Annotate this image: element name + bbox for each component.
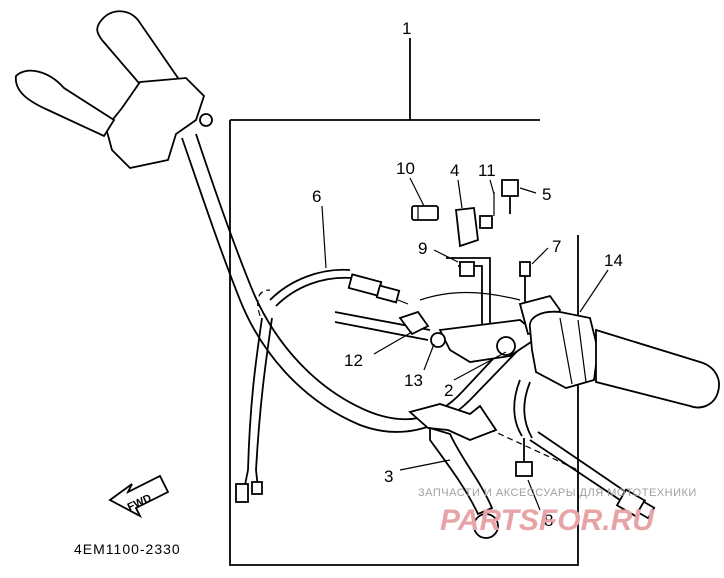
label-6: 6	[312, 187, 321, 206]
wire-connector	[235, 469, 263, 503]
right-switch-and-grip	[518, 294, 720, 409]
label-10: 10	[396, 159, 415, 178]
bar-end	[615, 488, 656, 520]
label-4: 4	[450, 161, 459, 180]
label-3: 3	[384, 467, 393, 486]
brake-switch-parts	[398, 179, 542, 363]
handlebar	[181, 133, 529, 433]
label-8: 8	[544, 511, 553, 530]
watermark-logo: PARTSFOR.RU	[440, 504, 655, 537]
callouts: 1 10 4 11 5 6 9 7 14 12 13 2 3 8	[312, 19, 623, 530]
label-7: 7	[552, 237, 561, 256]
cable-adjuster	[347, 273, 409, 305]
label-1: 1	[402, 19, 411, 38]
left-grip	[15, 10, 213, 169]
label-5: 5	[542, 185, 551, 204]
assembly-box	[229, 38, 579, 566]
label-13: 13	[404, 371, 423, 390]
label-9: 9	[418, 239, 427, 258]
watermark: ЗАПЧАСТИ И АКСЕССУАРЫ ДЛЯ МОТОТЕХНИКИ PA…	[418, 487, 697, 537]
clamp-bolt	[515, 438, 533, 477]
watermark-tagline: ЗАПЧАСТИ И АКСЕССУАРЫ ДЛЯ МОТОТЕХНИКИ	[418, 487, 697, 499]
part-code: 4EM1100-2330	[74, 541, 181, 557]
fwd-arrow: FWD	[108, 474, 170, 519]
label-11: 11	[478, 161, 496, 180]
label-2: 2	[444, 381, 453, 400]
cables	[247, 268, 627, 501]
label-14: 14	[604, 251, 623, 270]
label-12: 12	[344, 351, 363, 370]
leader-lines	[321, 177, 609, 511]
brake-lever	[408, 403, 499, 539]
